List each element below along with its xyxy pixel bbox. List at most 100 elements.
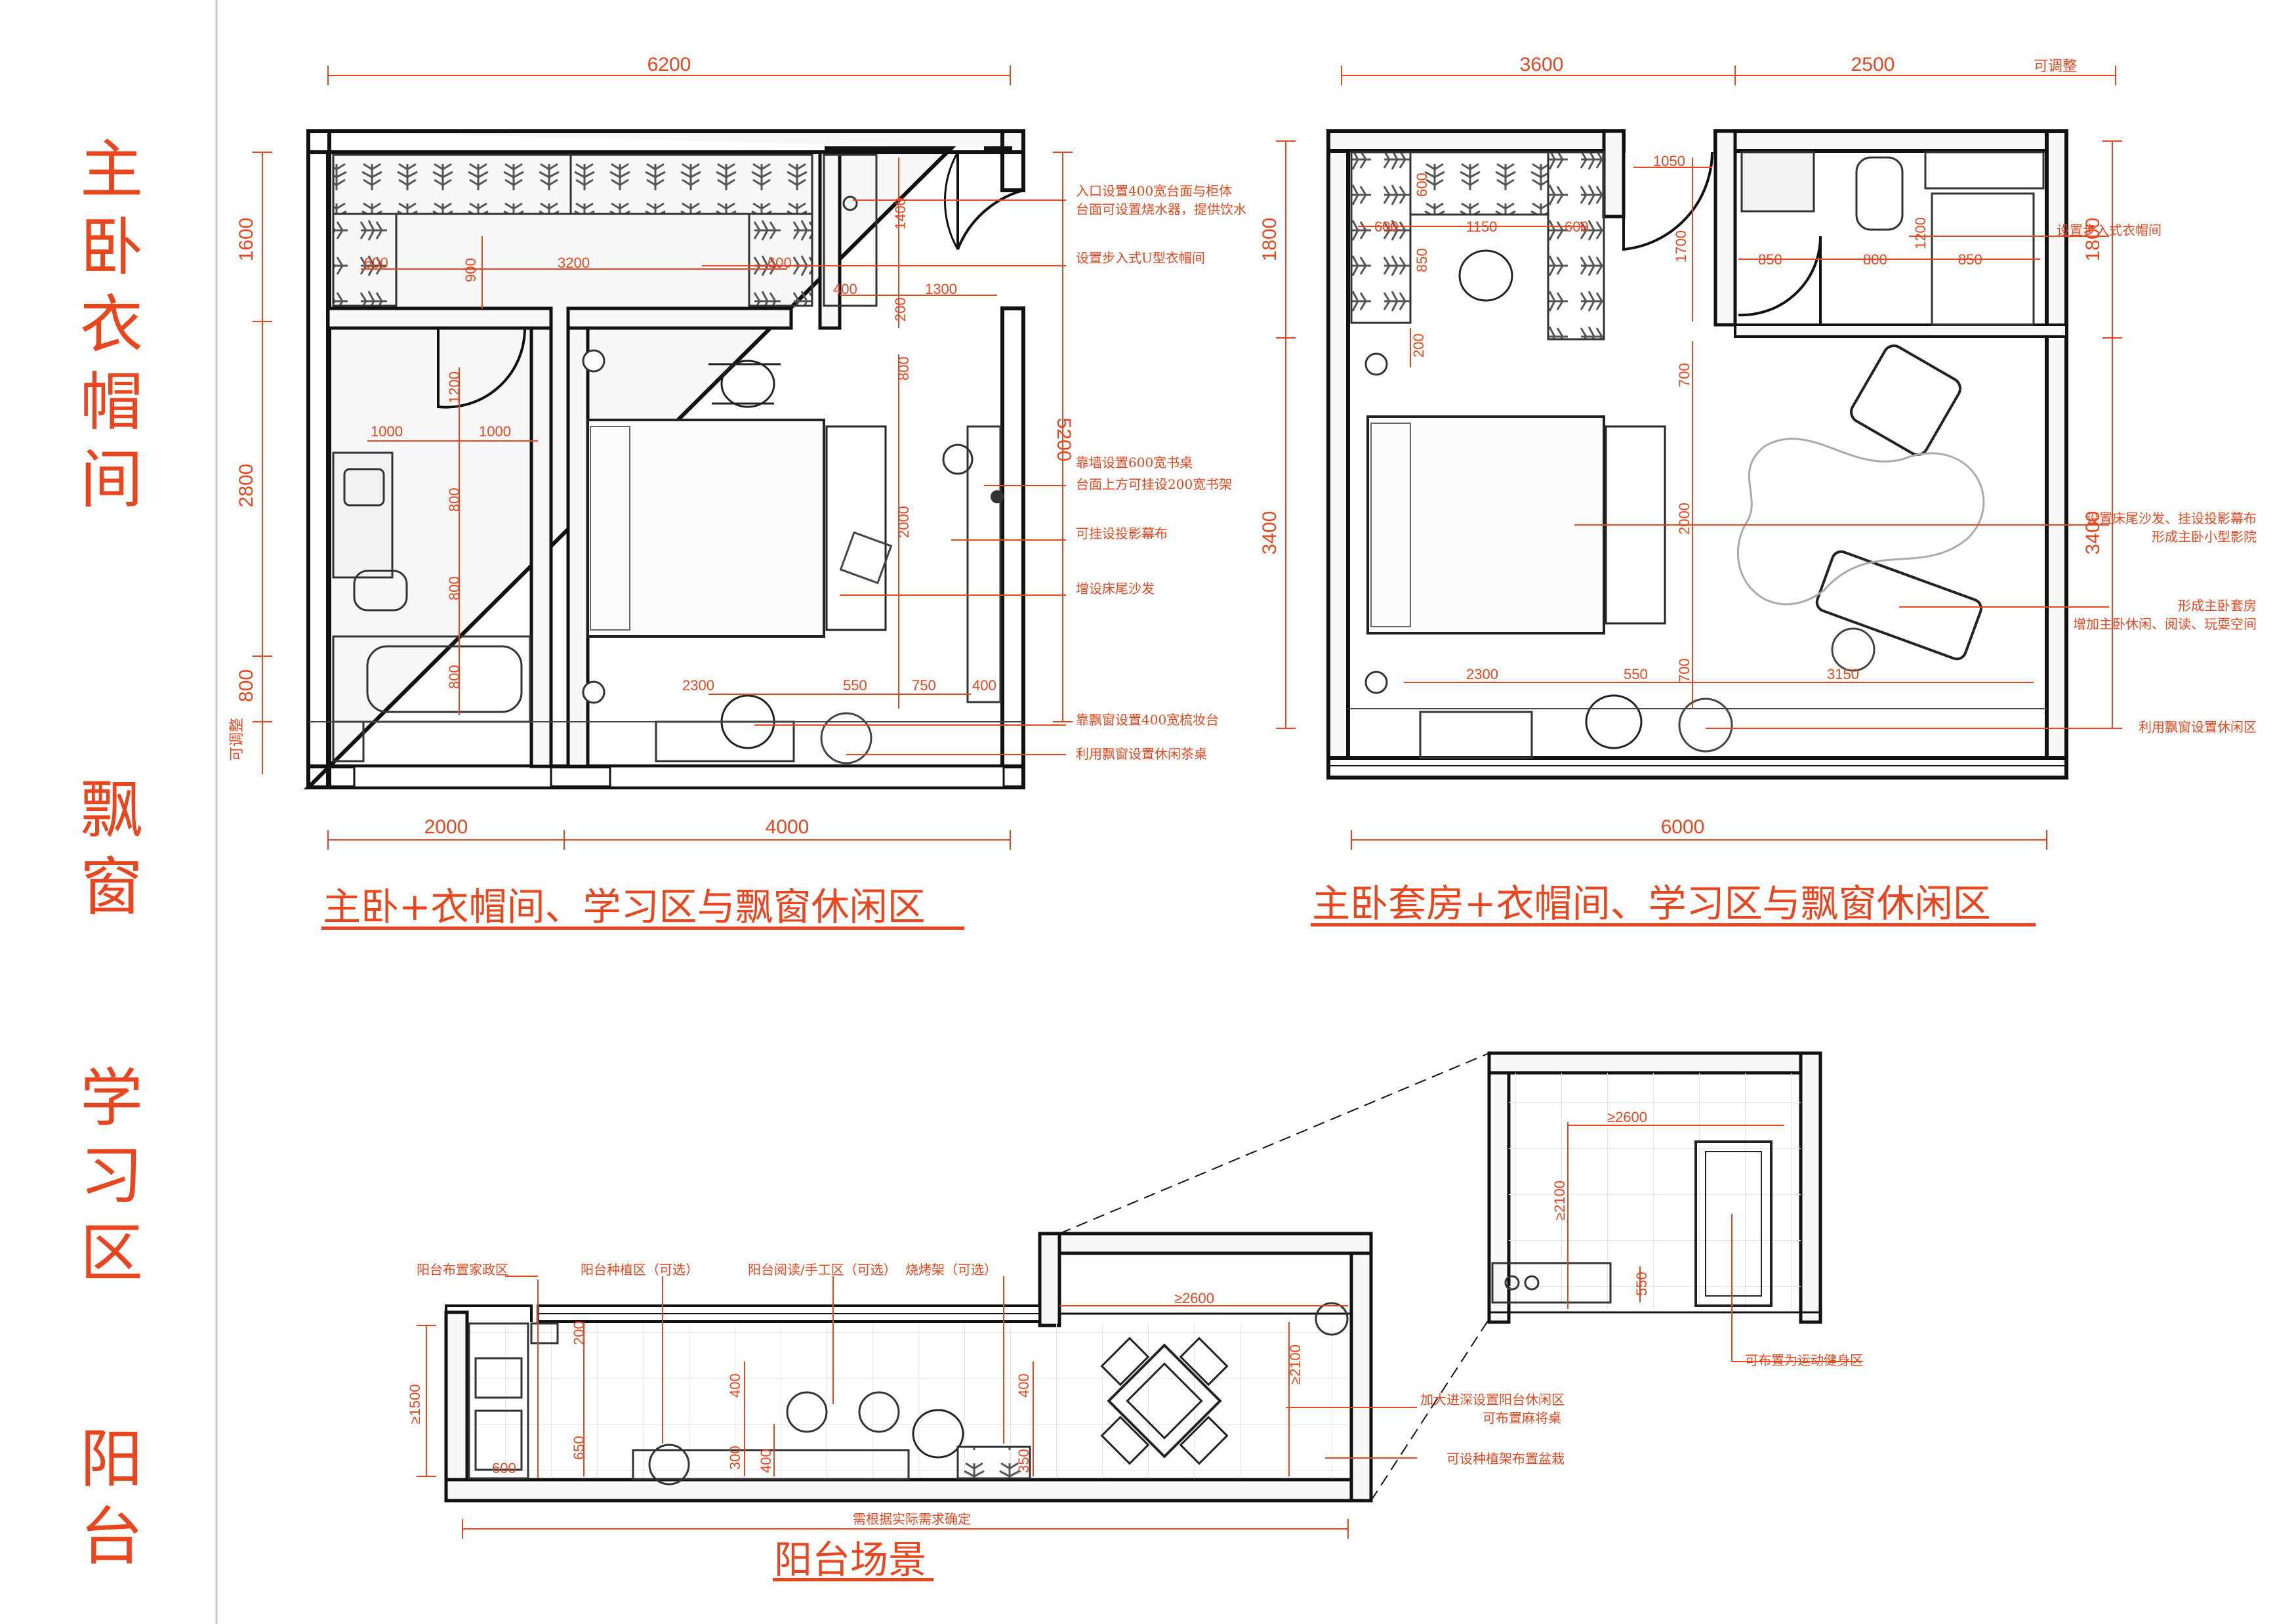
- balcony-title-underline: [773, 1578, 933, 1581]
- plan-b-dim-1700: 1700: [1673, 230, 1689, 262]
- plan-b-dim-2000: 2000: [1676, 503, 1692, 535]
- plan-a-dim-left-1: 1600: [236, 218, 257, 262]
- plan-a-dim-2300: 2300: [682, 677, 714, 694]
- plan-a-bed-end-sofa: [825, 425, 887, 631]
- plan-a-wardrobe-top: [332, 154, 813, 215]
- plan-a-title-underline: [321, 927, 964, 930]
- side-title-bedroom: 主卧 衣帽间: [80, 133, 143, 516]
- balcony-label-confirm: 需根据实际需求确定: [853, 1511, 971, 1527]
- balcony-dim-300: 300: [727, 1446, 743, 1470]
- plan-a-dim-bed-2000: 2000: [895, 506, 912, 538]
- plan-b-dim-700a: 700: [1676, 363, 1692, 387]
- plan-a-dim-3200: 3200: [558, 255, 590, 271]
- plan-a-dim-750: 750: [912, 677, 936, 694]
- plan-b-basin: [1740, 151, 1815, 213]
- balcony-bench: [632, 1449, 910, 1480]
- balcony-plant-1: [648, 1444, 690, 1486]
- plan-a-mark-adjust: 可调整: [228, 718, 245, 761]
- balcony-dim-400b: 400: [758, 1449, 774, 1473]
- plan-b-dim-bath-850b: 850: [1958, 251, 1982, 268]
- plan-b-mark-top: 可调整: [2034, 58, 2077, 74]
- balcony-plan: ≥1500 ≥2600 ≥2100 200 650 600 400 300 40…: [407, 1051, 1863, 1539]
- plan-b-dim-right-2: 3400: [2082, 511, 2104, 555]
- plan-b-armchair: [1850, 344, 1961, 456]
- plan-b-chaise: [1815, 550, 1982, 661]
- plan-b-dim-600b: 600: [1565, 219, 1589, 235]
- plan-a-dim-600b: 600: [768, 255, 792, 271]
- detail-wall-top: [1487, 1051, 1822, 1075]
- plan-b-dim-left-2: 3400: [1259, 511, 1281, 555]
- plan-b-dim-top-2: 2500: [1851, 54, 1895, 75]
- plan-a: 6200 2000 4000 1600 2800 800 5200 600 32…: [228, 54, 1246, 850]
- plan-a-dim-bath-800c: 800: [446, 665, 462, 689]
- plan-b-note-2b: 形成主卧小型影院: [2152, 529, 2257, 545]
- plan-a-title: 主卧+衣帽间、学习区与飘窗休闲区: [323, 885, 926, 929]
- plan-b-title: 主卧套房+衣帽间、学习区与飘窗休闲区: [1312, 881, 1991, 926]
- balcony-bbq-grill: [956, 1446, 1031, 1480]
- plan-a-dim-bath-1200: 1200: [446, 371, 462, 404]
- plan-b-dim-bath-850a: 850: [1758, 251, 1782, 268]
- plan-a-dim-bottom-right: 4000: [766, 816, 810, 838]
- plan-a-tea-table: [820, 712, 872, 764]
- plan-a-dim-bath-800b: 800: [446, 576, 462, 600]
- balcony-stool-1: [786, 1391, 828, 1433]
- plan-b-rug: [1736, 438, 1985, 606]
- plan-a-note-7: 利用飘窗设置休闲茶桌: [1076, 746, 1207, 762]
- plan-b-door: [1622, 152, 1713, 251]
- plan-a-bath-door: [437, 327, 527, 409]
- plan-b-dim-850: 850: [1414, 248, 1430, 272]
- plan-b-wall-right: [2045, 129, 2068, 780]
- plan-b-dim-2300: 2300: [1466, 666, 1498, 682]
- plan-a-dim-bed-800: 800: [895, 356, 912, 381]
- detail-dim-2100: ≥2100: [1551, 1180, 1568, 1220]
- plan-a-dim-1400: 1400: [892, 198, 909, 230]
- plan-b-person-wardrobe: [1458, 249, 1513, 302]
- balcony-wall-bottom: [444, 1478, 1373, 1503]
- plan-b-dim-bath-800: 800: [1863, 251, 1887, 268]
- plan-b-bed: [1366, 415, 1605, 635]
- plan-b-dim-600a: 600: [1374, 219, 1399, 235]
- detail-label-fitness: 可布置为运动健身区: [1745, 1352, 1863, 1368]
- plan-b-dim-1050: 1050: [1653, 153, 1685, 169]
- plan-b-wall-bottom: [1326, 756, 2068, 780]
- detail-wall-right: [1799, 1051, 1822, 1324]
- plan-a-wall-right: [1000, 306, 1025, 789]
- detail-dim-550: 550: [1633, 1272, 1650, 1296]
- plan-b-dim-top-1: 3600: [1520, 54, 1564, 75]
- plan-a-note-2: 设置步入式U型衣帽间: [1076, 250, 1205, 266]
- plan-b-note-1: 设置步入式衣帽间: [2057, 222, 2162, 238]
- plan-b-note-3b: 增加主卧休闲、阅读、玩耍空间: [2073, 616, 2257, 632]
- plan-a-dim-bath-1000a: 1000: [371, 423, 403, 440]
- balcony-dim-600: 600: [492, 1460, 516, 1476]
- plan-b-note-3a: 形成主卧套房: [2178, 598, 2257, 614]
- plan-a-desk: [966, 425, 1002, 703]
- plan-a-wardrobe-left: [332, 213, 398, 307]
- side-title-study: 学习区: [80, 1062, 143, 1290]
- plan-b: 3600 2500 6000 1800 3400 1800 3400 600 1…: [1259, 54, 2257, 850]
- plan-a-dim-1300: 1300: [925, 281, 957, 297]
- plan-a-dim-bath-800a: 800: [446, 488, 462, 512]
- plan-a-dim-200: 200: [892, 297, 909, 322]
- plan-b-dim-1150: 1150: [1466, 219, 1497, 235]
- balcony-dim-400a: 400: [727, 1373, 743, 1398]
- plan-b-dim-550: 550: [1624, 666, 1648, 682]
- plan-a-basin: [332, 451, 394, 579]
- balcony-plant-2: [1315, 1302, 1349, 1336]
- plan-a-toilet: [353, 570, 408, 612]
- plan-b-wardrobe-right: [1547, 151, 1605, 341]
- balcony-dim-1500: ≥1500: [407, 1384, 423, 1424]
- detail-treadmill: [1694, 1140, 1773, 1307]
- plan-a-entry-cabinet: [823, 154, 878, 307]
- plan-b-person-window: [1585, 694, 1643, 749]
- plan-b-window-seat: [1419, 711, 1533, 759]
- plan-a-note-4: 可挂设投影幕布: [1076, 526, 1168, 541]
- plan-a-dim-right: 5200: [1053, 418, 1075, 462]
- balcony-label-bbq: 烧烤架（可选）: [905, 1262, 997, 1278]
- plan-b-dim-left-1: 1800: [1259, 218, 1281, 262]
- plan-a-wardrobe-right: [748, 213, 813, 307]
- balcony-laundry-unit: [468, 1322, 529, 1480]
- plan-a-bay-window: [609, 765, 1005, 789]
- balcony-dim-350: 350: [1015, 1449, 1032, 1473]
- plan-a-dim-top: 6200: [647, 54, 691, 75]
- plan-a-person-top: [720, 360, 775, 408]
